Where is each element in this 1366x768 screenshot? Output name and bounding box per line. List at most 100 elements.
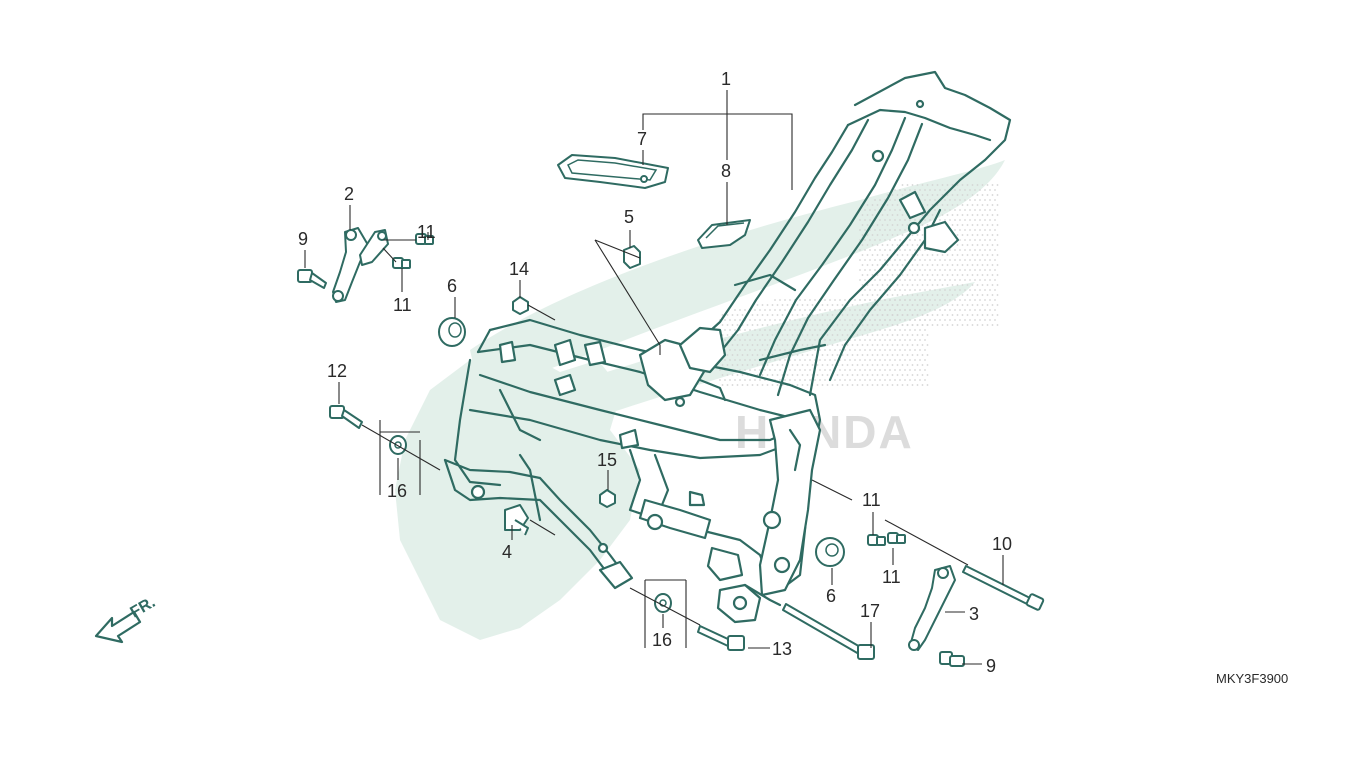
watermark-dot — [976, 274, 979, 276]
bolt-part-17[interactable] — [782, 603, 875, 660]
watermark-dot — [809, 309, 811, 311]
watermark-dot — [976, 284, 979, 286]
watermark-dot — [924, 189, 926, 191]
watermark-dot — [874, 249, 876, 251]
watermark-dot — [874, 359, 876, 361]
watermark-dot — [961, 314, 964, 316]
callout-10[interactable]: 10 — [992, 534, 1012, 554]
watermark-dot — [866, 294, 869, 296]
watermark-dot — [726, 334, 729, 336]
callout-11-b[interactable]: 11 — [393, 295, 412, 315]
bolt-part-13[interactable] — [697, 625, 745, 651]
watermark-dot — [951, 214, 954, 216]
bolt-part-10[interactable] — [962, 565, 1045, 611]
callout-12[interactable]: 12 — [327, 361, 347, 381]
callout-11-c[interactable]: 11 — [862, 490, 881, 510]
watermark-dot — [906, 284, 909, 286]
plate-part-8[interactable] — [697, 219, 751, 249]
bolt-part-12[interactable] — [329, 405, 363, 429]
callout-5[interactable]: 5 — [624, 207, 634, 227]
watermark-dot — [809, 329, 811, 331]
washer-part-16-upper[interactable] — [389, 435, 407, 455]
watermark-dot — [754, 329, 756, 331]
bracket-part-2[interactable] — [332, 227, 389, 303]
watermark-dot — [881, 224, 884, 226]
callout-11-d[interactable]: 11 — [882, 567, 901, 587]
watermark-dot — [966, 204, 969, 206]
bolt-part-9-upper[interactable] — [297, 269, 327, 289]
callout-9-lower[interactable]: 9 — [986, 656, 996, 676]
watermark-dot — [941, 284, 944, 286]
bolt-part-11-b[interactable] — [415, 233, 434, 245]
callout-13[interactable]: 13 — [772, 639, 792, 659]
rubber-part-5[interactable] — [623, 245, 641, 269]
watermark-dot — [946, 294, 949, 296]
watermark-dot — [766, 374, 769, 376]
watermark-dot — [759, 309, 761, 311]
watermark-dot — [956, 204, 959, 206]
callout-14[interactable]: 14 — [509, 259, 529, 279]
bolt-part-11-c[interactable] — [867, 534, 886, 546]
callout-4[interactable]: 4 — [502, 542, 512, 562]
watermark-dot — [906, 304, 909, 306]
watermark-dot — [981, 274, 984, 276]
watermark-dot — [861, 334, 864, 336]
callout-6-lower[interactable]: 6 — [826, 586, 836, 606]
watermark-dot — [806, 374, 809, 376]
callout-16-upper[interactable]: 16 — [387, 481, 407, 501]
watermark-dot — [866, 374, 869, 376]
watermark-dot — [886, 194, 889, 196]
watermark-dot — [884, 279, 886, 281]
watermark-dot — [974, 189, 976, 191]
callout-6-upper[interactable]: 6 — [447, 276, 457, 296]
callout-15[interactable]: 15 — [597, 450, 617, 470]
watermark-dot — [926, 374, 929, 376]
watermark-dot — [726, 364, 729, 366]
cover-part-7[interactable] — [557, 154, 669, 189]
mount-part-6-upper[interactable] — [438, 317, 466, 347]
watermark-dot — [939, 189, 941, 191]
callout-16-lower[interactable]: 16 — [652, 630, 672, 650]
watermark-dot — [876, 254, 879, 256]
nut-part-15[interactable] — [599, 489, 616, 508]
watermark-dot — [764, 309, 766, 311]
watermark-dot — [741, 344, 744, 346]
bracket-part-3[interactable] — [908, 565, 956, 651]
watermark-dot — [929, 319, 931, 321]
watermark-dot — [859, 309, 861, 311]
watermark-dot — [851, 324, 854, 326]
bolt-part-11-a[interactable] — [392, 257, 411, 269]
collar-part-4[interactable] — [504, 504, 529, 536]
watermark-dot — [894, 319, 896, 321]
callout-1[interactable]: 1 — [721, 69, 731, 89]
nut-part-14[interactable] — [512, 296, 529, 315]
watermark-dot — [929, 279, 931, 281]
watermark-dot — [876, 354, 879, 356]
watermark-dot — [994, 229, 996, 231]
watermark-dot — [861, 384, 864, 386]
watermark-dot — [861, 264, 864, 266]
callout-7[interactable]: 7 — [637, 129, 647, 149]
watermark-dot — [756, 354, 759, 356]
callout-2[interactable]: 2 — [344, 184, 354, 204]
watermark-dot — [971, 274, 974, 276]
watermark-dot — [986, 294, 989, 296]
watermark-brand-text: HONDA — [735, 406, 914, 458]
watermark-dot — [769, 359, 771, 361]
watermark-dot — [974, 199, 976, 201]
watermark-dot — [734, 339, 736, 341]
callout-17[interactable]: 17 — [860, 601, 880, 621]
watermark-dot — [891, 334, 894, 336]
watermark-dot — [959, 289, 961, 291]
callout-9-upper[interactable]: 9 — [298, 229, 308, 249]
mount-part-6-lower[interactable] — [815, 537, 845, 567]
watermark-dot — [951, 274, 954, 276]
watermark-dot — [929, 309, 931, 311]
bolt-part-9-lower[interactable] — [939, 651, 965, 667]
watermark-dot — [909, 379, 911, 381]
callout-8[interactable]: 8 — [721, 161, 731, 181]
callout-3[interactable]: 3 — [969, 604, 979, 624]
callout-11-a[interactable]: 11 — [417, 222, 436, 242]
bolt-part-11-d[interactable] — [887, 532, 906, 544]
main-frame-part[interactable] — [443, 70, 1012, 624]
